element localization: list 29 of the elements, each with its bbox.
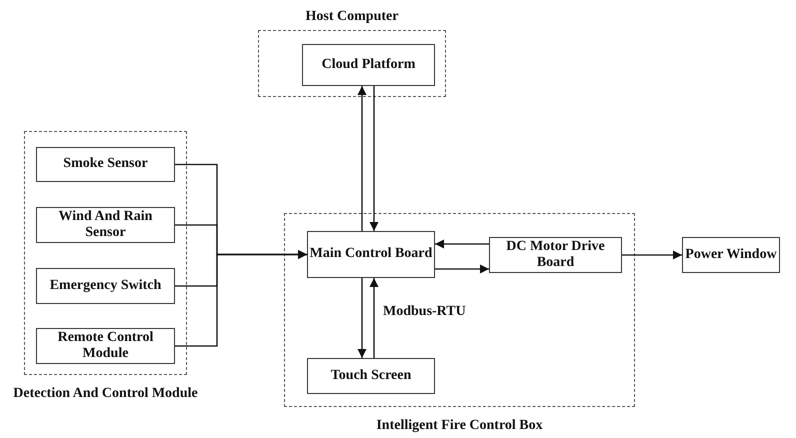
box-label: Remote Control Module bbox=[56, 330, 154, 362]
process-box bbox=[36, 328, 175, 364]
process-box bbox=[489, 237, 622, 273]
box-label: Touch Screen bbox=[330, 368, 412, 384]
box-label: DC Motor Drive Board bbox=[505, 238, 606, 272]
arrow bbox=[358, 278, 366, 358]
process-box bbox=[302, 44, 435, 86]
box-label: Cloud Platform bbox=[322, 56, 416, 74]
process-box bbox=[36, 147, 175, 182]
arrow bbox=[175, 250, 307, 347]
group-heading: Host Computer bbox=[304, 8, 400, 26]
process-box bbox=[36, 268, 175, 304]
process-box bbox=[307, 358, 435, 394]
arrow bbox=[370, 86, 378, 231]
arrow bbox=[435, 264, 489, 274]
group-heading: Intelligent Fire Control Box bbox=[375, 417, 544, 435]
arrow bbox=[370, 278, 378, 358]
process-box bbox=[307, 231, 435, 278]
box-label: Smoke Sensor bbox=[63, 156, 148, 173]
process-box bbox=[682, 237, 780, 273]
arrow bbox=[358, 86, 366, 231]
process-box bbox=[36, 207, 175, 243]
group-heading: Detection And Control Module bbox=[12, 385, 199, 403]
box-label: Emergency Switch bbox=[50, 278, 162, 294]
arrow bbox=[622, 250, 682, 260]
arrow bbox=[435, 240, 489, 248]
box-label: Wind And Rain Sensor bbox=[58, 208, 154, 242]
box-label: Main Control Board bbox=[310, 246, 432, 263]
box-label: Power Window bbox=[685, 246, 777, 264]
